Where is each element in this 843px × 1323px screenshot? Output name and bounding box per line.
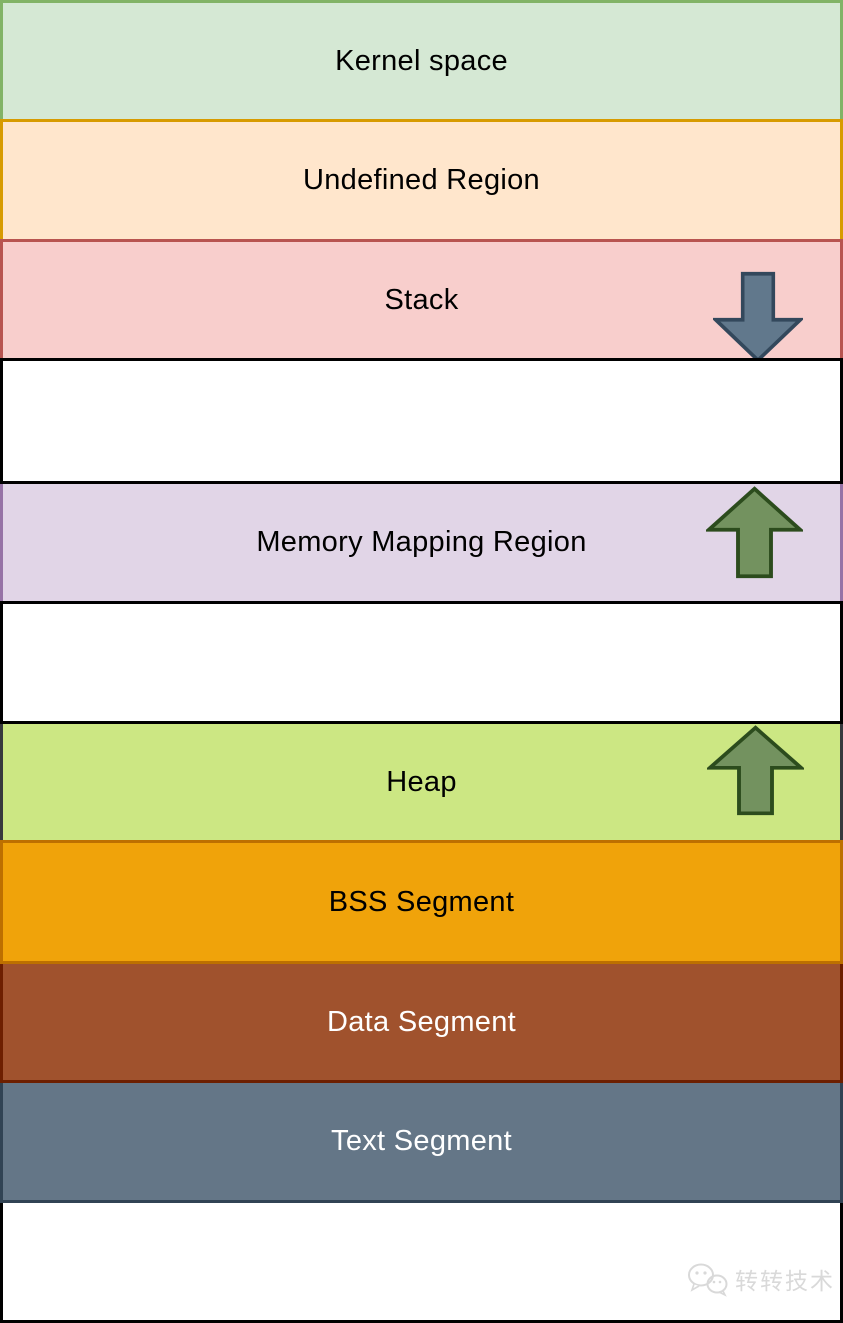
region-kernel-space: Kernel space — [0, 0, 843, 122]
region-empty-above-heap — [0, 601, 843, 724]
region-memory-mapping: Memory Mapping Region — [0, 481, 843, 604]
watermark: 转转技术 — [687, 1261, 835, 1297]
chat-bubbles-logo-icon — [688, 1263, 728, 1297]
region-empty-above-mmap — [0, 358, 843, 484]
region-label: Memory Mapping Region — [256, 526, 587, 558]
region-empty-bottom: 转转技术 — [0, 1200, 843, 1323]
region-label: Data Segment — [327, 1005, 516, 1038]
region-label: Kernel space — [335, 44, 508, 77]
region-label: Text Segment — [331, 1125, 512, 1157]
region-label: BSS Segment — [328, 885, 515, 918]
region-label: Stack — [384, 283, 459, 316]
watermark-text: 转转技术 — [735, 1268, 835, 1294]
region-text-segment: Text Segment — [0, 1080, 843, 1203]
region-stack: Stack — [0, 239, 843, 363]
region-undefined-region: Undefined Region — [0, 119, 843, 242]
region-label: Heap — [386, 765, 457, 798]
mmap-grow-up-arrow-icon — [706, 486, 803, 579]
region-heap: Heap — [0, 721, 843, 843]
region-label: Undefined Region — [303, 164, 540, 196]
stack-grow-down-arrow-icon — [713, 271, 803, 363]
heap-grow-up-arrow-icon — [707, 725, 804, 816]
region-bss-segment: BSS Segment — [0, 840, 843, 964]
region-data-segment: Data Segment — [0, 961, 843, 1083]
